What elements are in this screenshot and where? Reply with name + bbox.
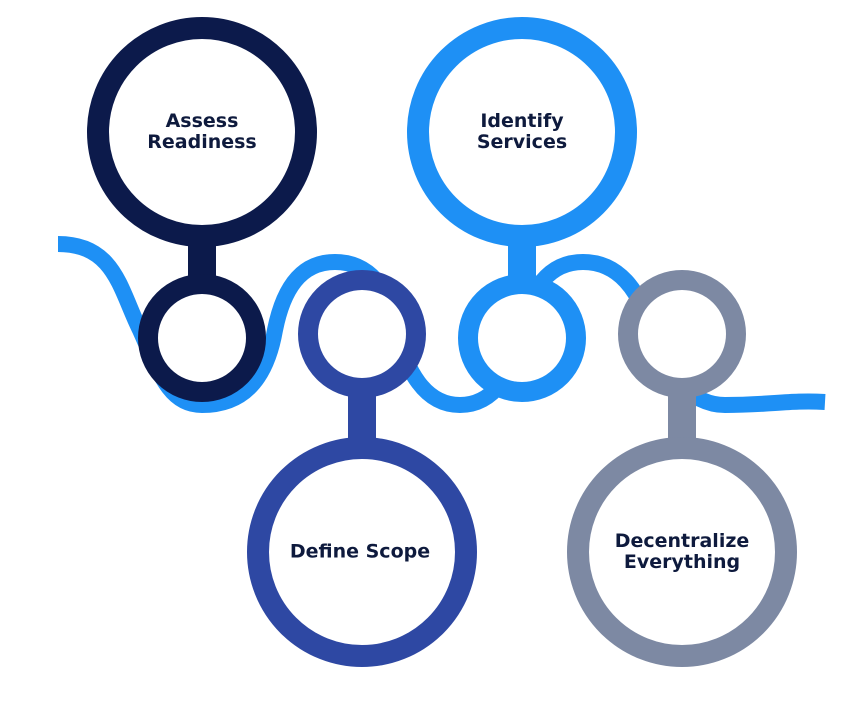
step-4-connector <box>668 392 696 442</box>
step-decentralize-everything <box>567 270 797 667</box>
step-1-small-ring <box>138 274 266 402</box>
step-define-scope <box>247 270 477 667</box>
step-4-small-ring <box>618 270 746 398</box>
step-2-small-ring <box>458 274 586 402</box>
step-2-connector <box>508 234 536 278</box>
step-1-label: Assess Readiness <box>147 110 257 153</box>
step-3-label: Define Scope <box>289 540 431 563</box>
step-1-connector <box>188 234 216 278</box>
step-4-label: Decentralize Everything <box>614 530 750 573</box>
step-assess-readiness <box>87 17 317 402</box>
step-identify-services <box>407 17 637 402</box>
step-3-large-ring <box>247 437 477 667</box>
step-3-connector <box>348 392 376 442</box>
step-4-large-ring <box>567 437 797 667</box>
step-3-small-ring <box>298 270 426 398</box>
step-2-label: Identify Services <box>476 110 568 153</box>
